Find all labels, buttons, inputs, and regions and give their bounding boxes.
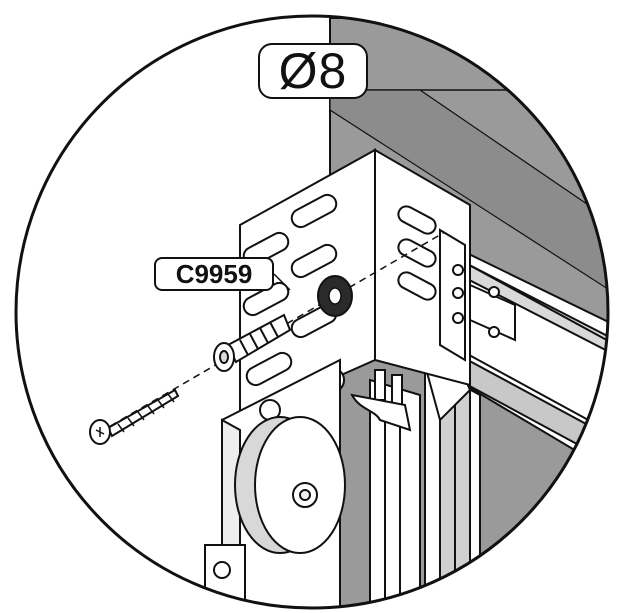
assembly-axis — [99, 231, 446, 433]
pulley-housing — [204, 358, 346, 608]
cable-guide — [350, 369, 412, 432]
screw-icon — [89, 388, 180, 445]
vertical-post — [369, 353, 481, 608]
diameter-label: Ø8 — [258, 43, 368, 99]
wall-plug-icon — [213, 313, 292, 372]
washer-icon — [317, 275, 353, 317]
part-code-label: C9959 — [154, 257, 274, 291]
part-leader-line — [273, 273, 291, 291]
detail-circle-frame — [14, 14, 610, 610]
